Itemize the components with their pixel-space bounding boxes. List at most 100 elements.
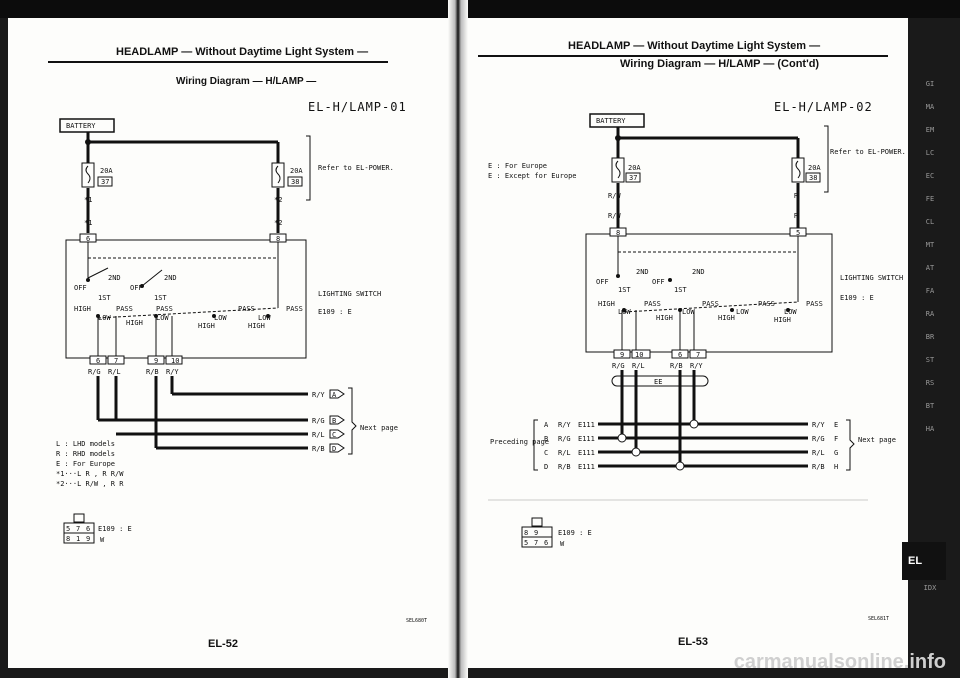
out-term-4: D <box>332 445 336 453</box>
pos-pass-c: PASS <box>238 305 255 313</box>
in-term-3: C <box>544 449 548 457</box>
in-conn-3: E111 <box>578 449 595 457</box>
pos-low-c: LOW <box>736 308 749 316</box>
switch-name: LIGHTING SWITCH <box>840 274 903 282</box>
page-number: EL-52 <box>208 638 238 650</box>
power-ref: Refer to EL-POWER. <box>830 148 906 156</box>
tab-ha[interactable]: HA <box>925 425 935 433</box>
pos-low-b: LOW <box>682 308 695 316</box>
tab-lc[interactable]: LC <box>925 149 935 157</box>
tab-fa[interactable]: FA <box>925 287 935 295</box>
bottom-conn-2: 7 <box>114 357 118 365</box>
fuse1-amp: 20A <box>628 164 641 172</box>
legend-line-1: L : LHD models <box>56 440 115 448</box>
figure-code: SEL680T <box>406 618 427 624</box>
fuse2-amp: 20A <box>290 167 303 175</box>
pos-low-d: LOW <box>258 314 271 322</box>
pos-low-b: LOW <box>156 314 169 322</box>
bottom-conn-3: 9 <box>154 357 158 365</box>
diagram-subheader: Wiring Diagram — H/LAMP — <box>176 76 317 87</box>
conn-grid-3: 6 <box>86 525 90 533</box>
conn-grid-4: 7 <box>534 539 538 547</box>
conn-grid-5: 1 <box>76 535 80 543</box>
bottom-conn-1: 9 <box>620 351 624 359</box>
tab-cl[interactable]: CL <box>925 218 935 226</box>
tab-ra[interactable]: RA <box>925 310 935 318</box>
in-wire-4: R/B <box>558 463 571 471</box>
page-header: HEADLAMP — Without Daytime Light System … <box>116 46 369 58</box>
bottom-conn-1: 6 <box>96 357 100 365</box>
page-header: HEADLAMP — Without Daytime Light System … <box>568 40 821 52</box>
pos-high-c: HIGH <box>198 322 215 330</box>
conn-top2: 8 <box>276 235 280 243</box>
conn-top2: 5 <box>796 229 800 237</box>
wire-label-3: R/B <box>670 362 683 370</box>
legend-line-5: *2···L R/W , R R <box>56 480 124 488</box>
switch-conn: E109 : E <box>318 308 352 316</box>
wire-label-4: R/Y <box>166 368 179 376</box>
fuse1-no: 37 <box>101 178 109 186</box>
legend-line-4: *1···L R , R R/W <box>56 470 124 478</box>
tab-mt[interactable]: MT <box>925 241 935 249</box>
pos-high-a: HIGH <box>598 300 615 308</box>
bottom-conn-2: 10 <box>635 351 643 359</box>
pos-pass-b: PASS <box>702 300 719 308</box>
tab-em[interactable]: EM <box>925 126 935 134</box>
pos-1st-a: 1ST <box>618 286 631 294</box>
conn-grid-1: 5 <box>66 525 70 533</box>
out-wire-2: R/G <box>812 435 825 443</box>
wire-rw-b: R/W <box>608 212 621 220</box>
tab-fe[interactable]: FE <box>925 195 935 203</box>
tab-idx[interactable]: IDX <box>923 584 937 592</box>
in-wire-1: R/Y <box>558 421 571 429</box>
legend-line-2: E : Except for Europe <box>488 172 577 180</box>
diagram-id: EL-H/LAMP-01 <box>308 100 407 114</box>
fuse2-no: 38 <box>291 178 299 186</box>
tab-at[interactable]: AT <box>925 264 935 272</box>
legend-line-3: E : For Europe <box>56 460 115 468</box>
section-tabs: GI MA EM LC EC FE CL MT AT FA RA BR ST R… <box>908 80 952 448</box>
pos-pass-d: PASS <box>806 300 823 308</box>
mark1-b: *1 <box>84 219 92 227</box>
conn-grid-2: 9 <box>534 529 538 537</box>
conn-code: E109 : E <box>98 525 132 533</box>
conn-color: W <box>560 540 565 548</box>
out-term-4: H <box>834 463 838 471</box>
fuse1-amp: 20A <box>100 167 113 175</box>
in-wire-3: R/L <box>558 449 571 457</box>
tab-ec[interactable]: EC <box>925 172 935 180</box>
preceding-page: Preceding page <box>490 438 549 446</box>
tab-bt[interactable]: BT <box>925 402 935 410</box>
tab-st[interactable]: ST <box>925 356 935 364</box>
conn-grid-1: 8 <box>524 529 528 537</box>
conn-grid-5: 6 <box>544 539 548 547</box>
conn-color: W <box>100 536 105 544</box>
out-wire-3: R/L <box>312 431 325 439</box>
left-page: HEADLAMP — Without Daytime Light System … <box>8 18 448 668</box>
out-term-3: C <box>332 431 336 439</box>
pos-high-b: HIGH <box>126 319 143 327</box>
pos-high-d: HIGH <box>248 322 265 330</box>
in-term-4: D <box>544 463 548 471</box>
bottom-conn-3: 6 <box>678 351 682 359</box>
in-term-2: B <box>544 435 548 443</box>
figure-code: SEL681T <box>868 616 889 622</box>
tab-ma[interactable]: MA <box>925 103 935 111</box>
lighting-switch-box <box>65 239 307 359</box>
in-conn-2: E111 <box>578 435 595 443</box>
out-term-2: B <box>332 417 336 425</box>
in-wire-2: R/G <box>558 435 571 443</box>
wire-label-1: R/G <box>612 362 625 370</box>
wire-label-3: R/B <box>146 368 159 376</box>
next-page-label: Next page <box>360 424 398 432</box>
out-term-1: E <box>834 421 838 429</box>
tab-rs[interactable]: RS <box>925 379 935 387</box>
wiring-diagram-right: BATTERY E : For Europe E : Except for Eu… <box>488 113 906 622</box>
fuse2-no: 38 <box>809 174 817 182</box>
out-wire-3: R/L <box>812 449 825 457</box>
diagram-subheader: Wiring Diagram — H/LAMP — (Cont'd) <box>620 58 820 70</box>
tab-gi[interactable]: GI <box>925 80 935 88</box>
tab-el-active[interactable]: EL <box>902 542 946 580</box>
diagram-id: EL-H/LAMP-02 <box>774 100 873 114</box>
tab-br[interactable]: BR <box>925 333 935 341</box>
